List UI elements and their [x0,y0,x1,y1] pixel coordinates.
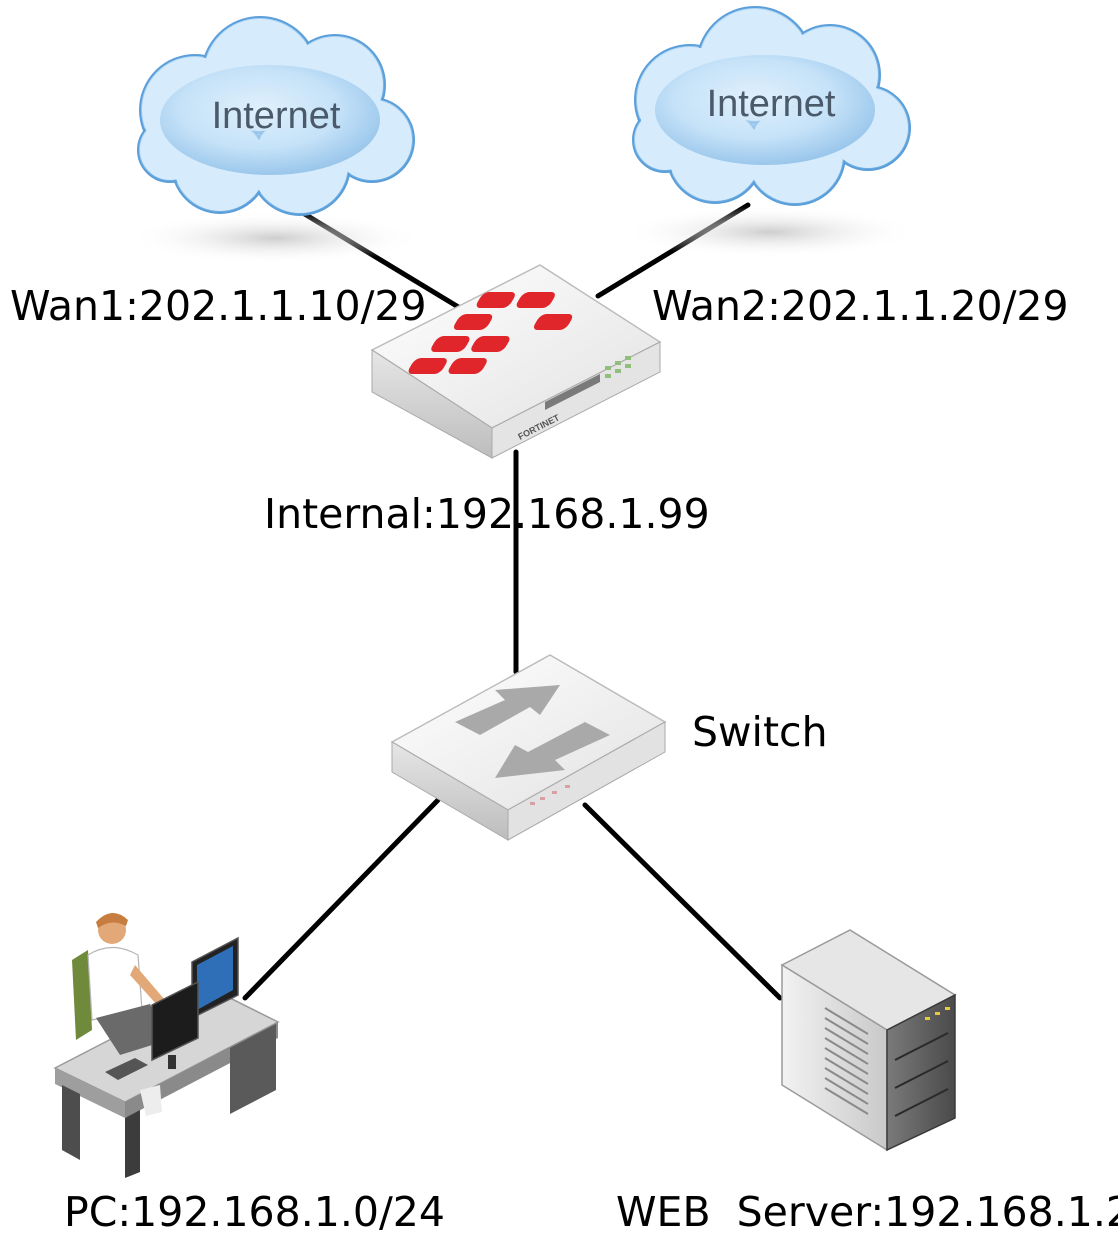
fortigate-firewall-icon: FORTINET [370,264,662,459]
cloud-label-right: Internet [707,83,836,125]
link-switch-pc [242,797,441,1001]
web-server-label: WEB Server:192.168.1.2 [616,1188,1118,1236]
pc-label: PC:192.168.1.0/24 [64,1188,445,1236]
fortinet-logo-icon [408,292,573,374]
internal-label: Internal:192.168.1.99 [264,490,710,538]
cloud-label-left: Internet [212,95,341,137]
link-switch-server [582,802,783,1001]
internet-cloud-left: Internet [125,16,425,264]
switch-label: Switch [692,708,828,756]
web-server-icon [780,929,957,1152]
wan1-label: Wan1:202.1.1.10/29 [10,282,427,330]
internet-cloud-right: Internet [620,6,920,258]
wan2-label: Wan2:202.1.1.20/29 [652,282,1069,330]
pc-user-workstation-icon [53,912,280,1178]
switch-icon [390,654,667,841]
